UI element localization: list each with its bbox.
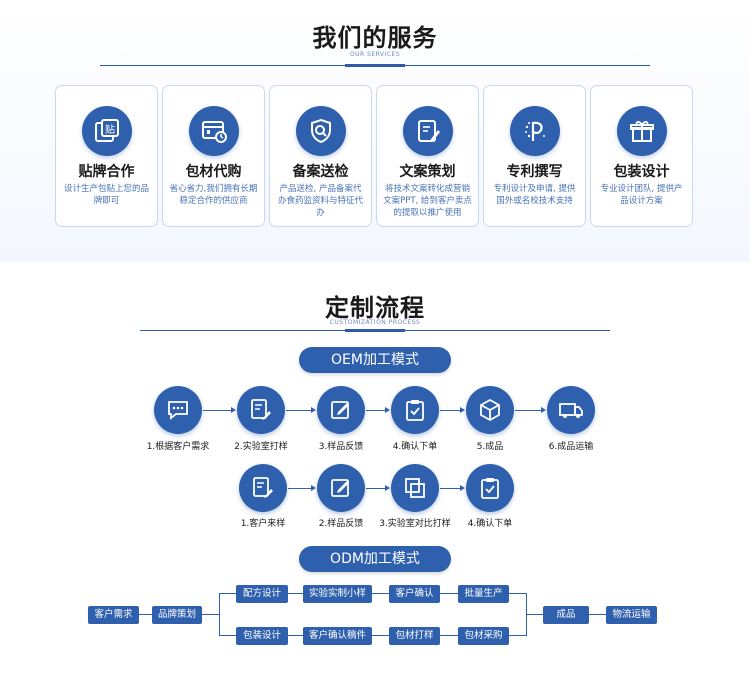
flow-arrow-head	[311, 407, 316, 413]
odm-step-brand-planning: 品牌策划	[152, 606, 202, 624]
oem-step-label: 2.实验室打样	[234, 442, 288, 452]
svg-text:贴: 贴	[105, 123, 115, 136]
document-edit-icon	[403, 106, 453, 156]
flow-arrow	[203, 410, 231, 411]
service-card-packaging-design[interactable]: 包装设计 专业设计团队, 提供产品设计方案	[590, 85, 693, 227]
flow-arrow	[288, 488, 311, 489]
odm-step-customer-need: 客户需求	[88, 606, 139, 624]
service-card-title: 包装设计	[613, 164, 670, 180]
odm-connector	[589, 614, 606, 615]
odm-connector	[509, 635, 526, 636]
odm-connector	[288, 635, 303, 636]
odm-step-logistics: 物流运输	[606, 606, 657, 624]
odm-step-lab-sample: 实验实制小样	[303, 585, 372, 603]
service-card-patent[interactable]: 专利撰写 专利设计及申请, 提供国外或名校技术支持	[483, 85, 586, 227]
oem-step-label: 2.样品反馈	[318, 519, 364, 529]
flow-arrow	[366, 488, 385, 489]
flow-arrow	[440, 410, 460, 411]
search-shield-icon	[296, 106, 346, 156]
odm-connector	[440, 593, 458, 594]
patent-icon	[510, 106, 560, 156]
flow-arrow	[515, 410, 541, 411]
flow-arrow-head	[385, 407, 390, 413]
service-card-desc: 省心省力,我们拥有长期稳定合作的供应商	[169, 184, 258, 206]
odm-connector	[372, 593, 389, 594]
odm-connector	[202, 614, 219, 615]
odm-connector	[372, 635, 389, 636]
odm-connector	[509, 593, 526, 594]
oem-step-label: 6.成品运输	[548, 442, 594, 452]
gift-icon	[617, 106, 667, 156]
service-card-desc: 专利设计及申请, 提供国外或名校技术支持	[493, 184, 576, 206]
box-icon	[466, 386, 514, 434]
sticker-icon: 贴	[82, 106, 132, 156]
clipboard-check-icon	[391, 386, 439, 434]
lab-sample-icon	[237, 386, 285, 434]
truck-icon	[547, 386, 595, 434]
process-title-accent	[345, 329, 405, 332]
service-card-filing[interactable]: 备案送检 产品送检, 产品备案代办食药监资料与特征代办	[269, 85, 372, 227]
odm-connector	[526, 614, 543, 615]
feedback-edit-icon	[317, 464, 365, 512]
oem-step-label: 5.成品	[476, 442, 504, 452]
odm-step-packaging-design: 包装设计	[236, 627, 288, 645]
odm-step-finished: 成品	[543, 606, 589, 624]
odm-connector	[219, 593, 236, 594]
odm-connector	[139, 614, 152, 615]
service-card-copywriting[interactable]: 文案策划 将技术文案转化成营销文案PPT, 给到客户卖点的提取以推广使用	[376, 85, 479, 227]
flow-arrow-head	[541, 407, 546, 413]
clipboard-check-icon	[466, 464, 514, 512]
odm-connector	[288, 593, 303, 594]
service-card-desc: 产品送检, 产品备案代办食药监资料与特征代办	[277, 184, 363, 218]
oem-step-label: 4.确认下单	[467, 519, 513, 529]
odm-step-formula-design: 配方设计	[236, 585, 288, 603]
service-card-desc: 设计生产包贴上您的品牌即可	[63, 184, 149, 206]
odm-step-package-purchase: 包材采购	[458, 627, 509, 645]
flow-arrow	[286, 410, 311, 411]
service-card-title: 贴牌合作	[78, 164, 135, 180]
odm-step-customer-confirm: 客户确认	[389, 585, 440, 603]
odm-connector	[219, 635, 236, 636]
oem-step-label: 4.确认下单	[392, 442, 438, 452]
service-card-title: 文案策划	[399, 164, 456, 180]
service-card-title: 备案送检	[292, 164, 349, 180]
oem-step-label: 1.客户来样	[240, 519, 286, 529]
flow-arrow	[366, 410, 385, 411]
odm-connector	[219, 593, 220, 636]
service-card-title: 专利撰写	[506, 164, 563, 180]
compare-icon	[391, 464, 439, 512]
odm-mode-pill: ODM加工模式	[299, 546, 451, 572]
services-title: 我们的服务	[312, 24, 438, 52]
services-subtitle: OUR SERVICES	[349, 51, 401, 58]
oem-step-label: 3.实验室对比打样	[379, 519, 451, 529]
oem-step-label: 3.样品反馈	[318, 442, 364, 452]
oem-step-label: 1.根据客户需求	[146, 442, 210, 452]
flow-arrow-head	[231, 407, 236, 413]
oem-mode-pill: OEM加工模式	[299, 347, 451, 373]
package-purchase-icon	[189, 106, 239, 156]
process-title: 定制流程	[325, 294, 425, 322]
feedback-edit-icon	[317, 386, 365, 434]
service-card-desc: 专业设计团队, 提供产品设计方案	[600, 184, 683, 206]
flow-arrow-head	[311, 485, 316, 491]
service-card-desc: 将技术文案转化成营销文案PPT, 给到客户卖点的提取以推广使用	[383, 184, 472, 218]
service-card-sticker[interactable]: 贴 贴牌合作 设计生产包贴上您的品牌即可	[55, 85, 158, 227]
lab-sample-icon	[239, 464, 287, 512]
process-subtitle: CUSTOMIZATION PROCESS	[329, 319, 421, 326]
service-card-package[interactable]: 包材代购 省心省力,我们拥有长期稳定合作的供应商	[162, 85, 265, 227]
flow-arrow-head	[460, 485, 465, 491]
chat-bubble-icon	[154, 386, 202, 434]
odm-connector	[440, 635, 458, 636]
odm-step-mass-production: 批量生产	[458, 585, 509, 603]
odm-step-confirm-draft: 客户确认稿件	[303, 627, 372, 645]
services-title-accent	[345, 64, 405, 67]
odm-step-package-sample: 包材打样	[389, 627, 440, 645]
flow-arrow	[440, 488, 460, 489]
flow-arrow-head	[460, 407, 465, 413]
flow-arrow-head	[385, 485, 390, 491]
service-card-title: 包材代购	[185, 164, 242, 180]
